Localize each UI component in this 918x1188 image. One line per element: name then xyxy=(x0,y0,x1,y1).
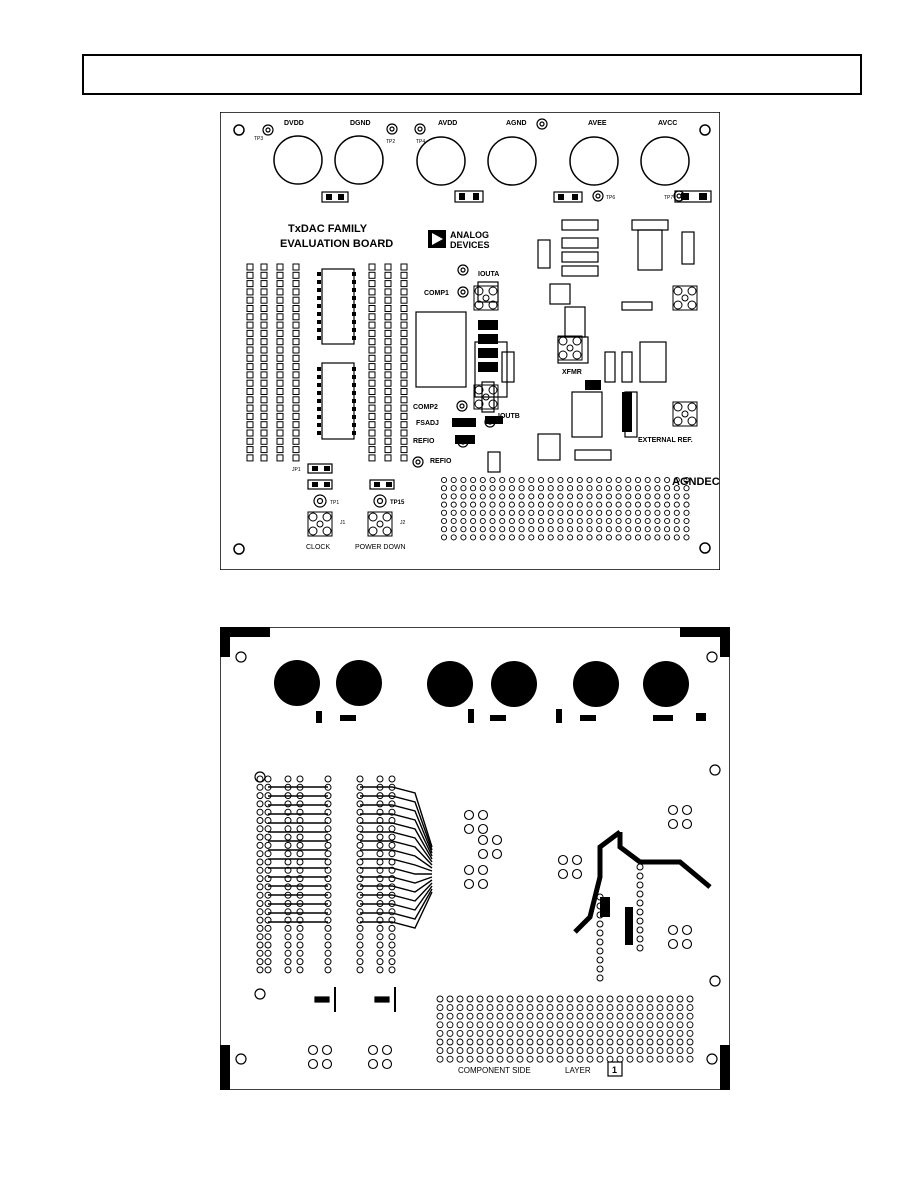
label-external-ref: EXTERNAL REF. xyxy=(638,437,693,444)
layer-number: 1 xyxy=(612,1065,617,1075)
silkscreen-board: DVDD DGND AVDD AGND AVEE AVCC TP3 TP2 TP… xyxy=(220,112,720,570)
logo-line1: ANALOG xyxy=(450,230,489,240)
label-comp1: COMP1 xyxy=(424,290,449,297)
component-side-label: COMPONENT SIDE xyxy=(458,1066,531,1075)
label-tp2: TP2 xyxy=(386,139,395,145)
label-ioutb: IOUTB xyxy=(498,413,520,420)
label-clock: CLOCK xyxy=(306,544,330,551)
label-refio: REFIO xyxy=(413,438,435,445)
label-jp1: JP1 xyxy=(292,467,301,473)
label-xfmr: XFMR xyxy=(562,369,582,376)
label-dgnd: DGND xyxy=(350,120,371,127)
label-tp1: TP1 xyxy=(330,500,339,506)
label-refio2: REFIO xyxy=(430,458,452,465)
layer-label: LAYER xyxy=(565,1066,591,1075)
label-j1: J1 xyxy=(340,520,346,526)
prototype-grid-bottom xyxy=(436,995,694,1063)
label-tp4: TP4 xyxy=(416,139,425,145)
label-fsadj: FSADJ xyxy=(416,420,439,427)
header-box xyxy=(82,54,862,95)
board-title-line1: TxDAC FAMILY xyxy=(288,223,368,235)
label-agndec: AGNDEC xyxy=(672,476,720,488)
label-j2: J2 xyxy=(400,520,406,526)
power-jacks xyxy=(273,135,690,186)
label-avee: AVEE xyxy=(588,120,607,127)
label-iouta: IOUTA xyxy=(478,271,499,278)
component-side-board: COMPONENT SIDE LAYER 1 xyxy=(220,627,730,1090)
label-power-down: POWER DOWN xyxy=(355,544,406,551)
label-tp15: TP15 xyxy=(390,500,405,506)
label-avcc: AVCC xyxy=(658,120,677,127)
label-tp7: TP7 xyxy=(664,195,673,201)
label-agnd: AGND xyxy=(506,120,527,127)
label-comp2: COMP2 xyxy=(413,404,438,411)
logo-line2: DEVICES xyxy=(450,240,490,250)
label-dvdd: DVDD xyxy=(284,120,304,127)
prototype-grid xyxy=(440,476,690,541)
board-title-line2: EVALUATION BOARD xyxy=(280,238,393,250)
label-avdd: AVDD xyxy=(438,120,457,127)
analog-devices-logo xyxy=(428,230,446,248)
label-tp6: TP6 xyxy=(606,195,615,201)
label-tp3: TP3 xyxy=(254,136,263,142)
